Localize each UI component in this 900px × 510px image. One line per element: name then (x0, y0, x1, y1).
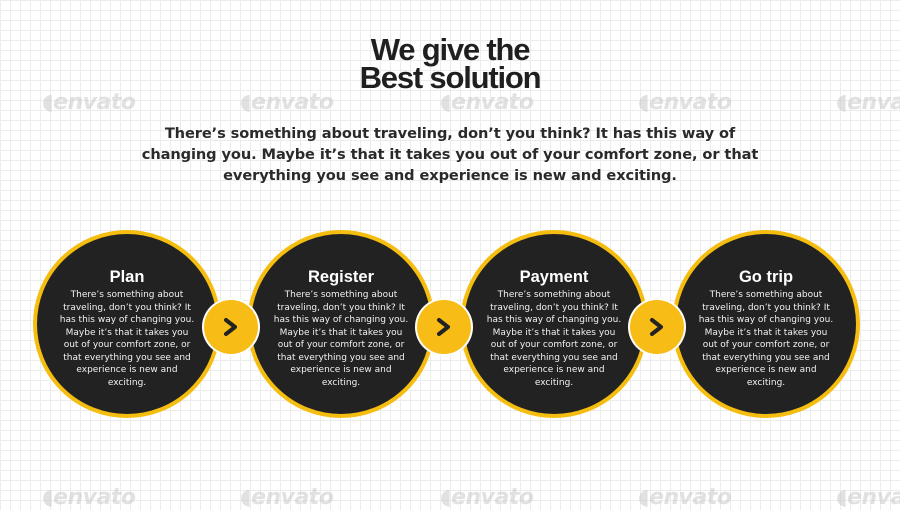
step-description: There’s something about traveling, don’t… (273, 290, 409, 388)
step-description: There’s something about traveling, don’t… (486, 290, 622, 388)
chevron-right-icon (650, 318, 663, 336)
step-circle-register: Register There’s something about traveli… (247, 230, 435, 418)
step-circle-go-trip: Go trip There’s something about travelin… (672, 230, 860, 418)
watermark: ◖envato (638, 90, 732, 115)
watermark: ◖envato (240, 90, 334, 115)
step-circle-plan: Plan There’s something about traveling, … (33, 230, 221, 418)
connector-badge (417, 300, 471, 354)
headline-line-1: We give the (370, 32, 531, 67)
step-title: Go trip (738, 268, 794, 286)
headline-line-2: Best solution (359, 60, 542, 95)
connector-badge (204, 300, 258, 354)
step-description: There’s something about traveling, don’t… (698, 290, 834, 388)
watermark: ◖envato (638, 485, 732, 510)
watermark: ◖envato (240, 485, 334, 510)
connector-badge (630, 300, 684, 354)
watermark: ◖envato (42, 485, 136, 510)
watermark: ◖envato (440, 485, 534, 510)
step-title: Register (307, 268, 375, 286)
watermark: ◖envato (42, 90, 136, 115)
chevron-right-icon (437, 318, 450, 336)
intro-paragraph: There’s something about traveling, don’t… (141, 125, 759, 184)
step-circle-payment: Payment There’s something about travelin… (460, 230, 648, 418)
watermark: ◖envato (836, 485, 900, 510)
step-title: Payment (519, 268, 589, 286)
step-title: Plan (109, 268, 145, 286)
watermark: ◖envato (836, 90, 900, 115)
chevron-right-icon (224, 318, 237, 336)
step-description: There’s something about traveling, don’t… (59, 290, 195, 388)
